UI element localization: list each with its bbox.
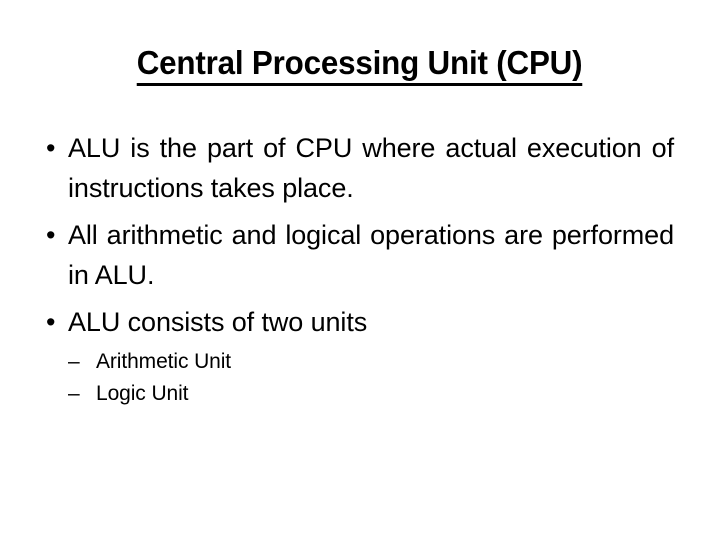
list-item: • ALU consists of two units – Arithmetic… <box>44 302 674 410</box>
bullet-list-level2: – Arithmetic Unit – Logic Unit <box>68 346 674 410</box>
slide-body: • ALU is the part of CPU where actual ex… <box>44 128 674 410</box>
sub-list-item: – Arithmetic Unit <box>68 346 674 378</box>
slide-title-container: Central Processing Unit (CPU) <box>0 44 720 86</box>
list-item: • All arithmetic and logical operations … <box>44 215 674 295</box>
list-item: • ALU is the part of CPU where actual ex… <box>44 128 674 208</box>
bullet-marker-icon: • <box>46 220 56 250</box>
dash-marker-icon: – <box>68 382 80 405</box>
bullet-list-level1: • ALU is the part of CPU where actual ex… <box>44 128 674 410</box>
sub-list-item: – Logic Unit <box>68 378 674 410</box>
bullet-marker-icon: • <box>46 133 56 163</box>
sub-list-item-label: Logic Unit <box>96 382 189 405</box>
page-title: Central Processing Unit (CPU) <box>137 44 583 86</box>
sub-list-item-label: Arithmetic Unit <box>96 350 232 373</box>
list-item-label: ALU consists of two units <box>68 307 368 337</box>
dash-marker-icon: – <box>68 350 80 373</box>
bullet-marker-icon: • <box>46 307 56 337</box>
list-item-label: ALU is the part of CPU where actual exec… <box>68 133 674 203</box>
list-item-label: All arithmetic and logical operations ar… <box>68 220 674 290</box>
